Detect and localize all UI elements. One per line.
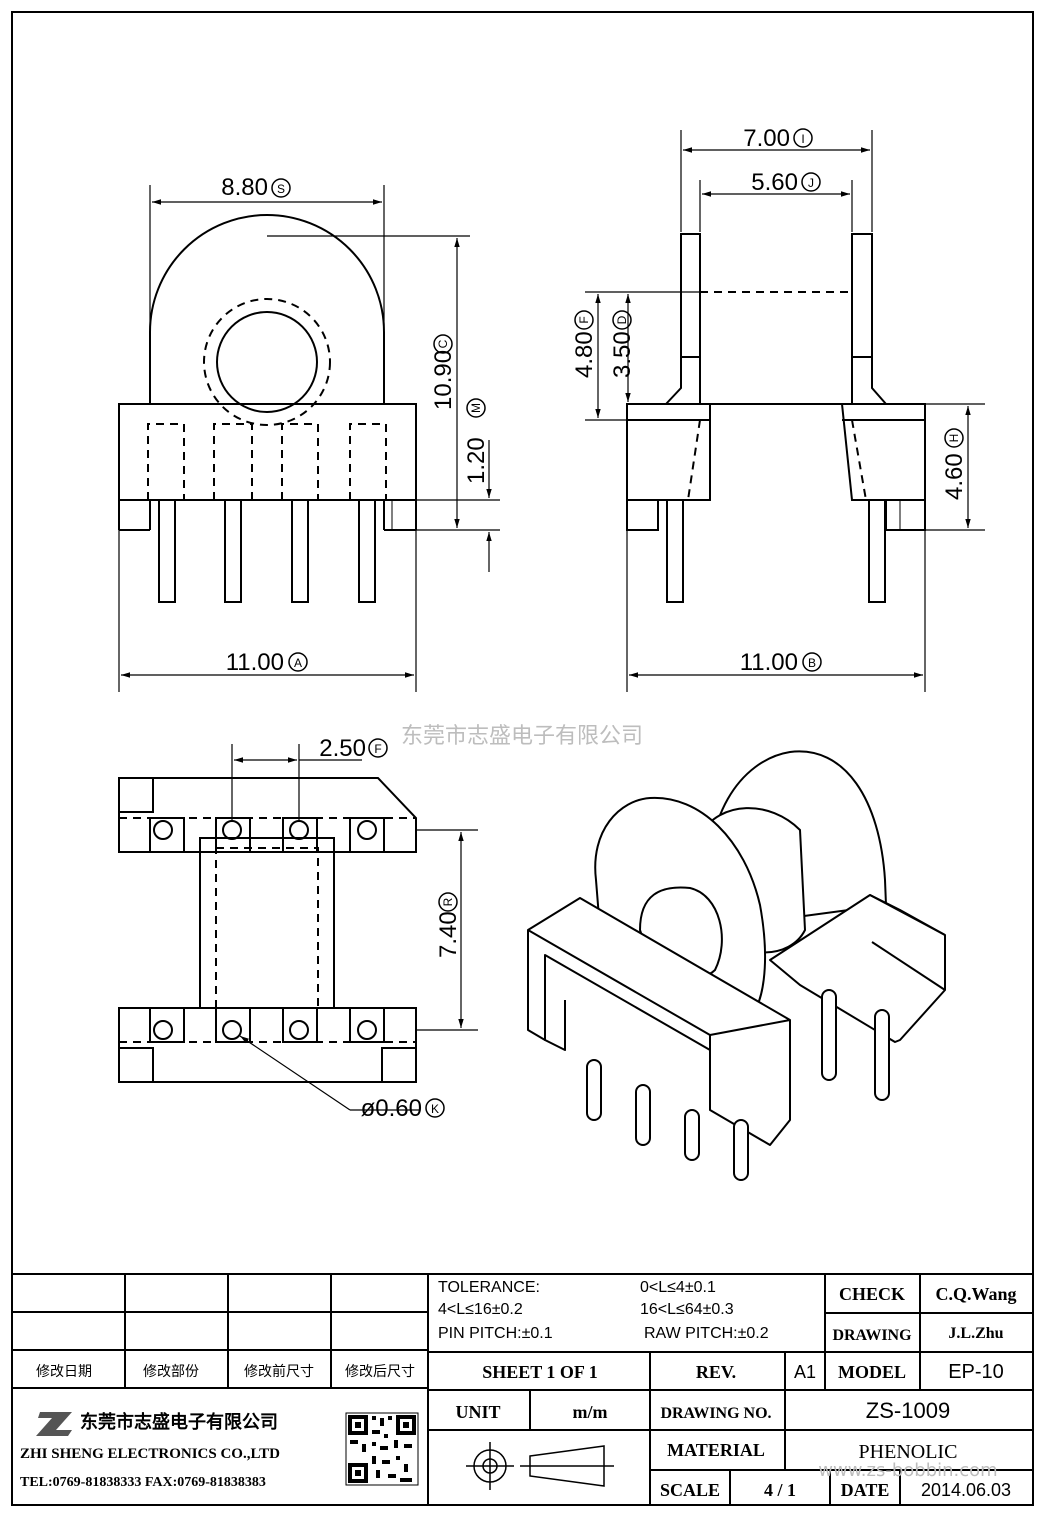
tolerance-label: TOLERANCE: xyxy=(438,1279,540,1296)
dim-side-height: 4.80 xyxy=(571,331,598,378)
model-label: MODEL xyxy=(838,1362,906,1382)
svg-text:C: C xyxy=(436,339,450,348)
dim-front-width: 8.80 xyxy=(221,174,268,201)
tag-B: B xyxy=(802,652,822,672)
drawing-label: DRAWING xyxy=(832,1327,912,1344)
svg-text:D: D xyxy=(615,315,629,324)
rev-label: REV. xyxy=(696,1362,736,1382)
unit-label: UNIT xyxy=(455,1402,500,1422)
rev-header-date: 修改日期 xyxy=(36,1363,92,1379)
qr-code xyxy=(345,1412,419,1486)
dim-front-base: 11.00 xyxy=(226,649,284,676)
svg-text:A: A xyxy=(294,656,302,670)
dim-row-spacing: 7.40 xyxy=(435,911,462,958)
dim-front-height: 10.90 xyxy=(430,350,457,410)
svg-text:B: B xyxy=(808,656,816,670)
tag-S: S xyxy=(271,178,291,198)
tag-R: R xyxy=(438,892,458,912)
date-label: DATE xyxy=(841,1480,890,1500)
tolerance-3: 16<L≤64±0.3 xyxy=(640,1301,734,1318)
drawing-frame xyxy=(11,11,1034,1506)
svg-text:M: M xyxy=(469,403,483,413)
front-view-dimensions xyxy=(118,185,500,692)
date-value: 2014.06.03 xyxy=(921,1480,1011,1500)
tag-F-side: F xyxy=(574,310,594,330)
material-value: PHENOLIC xyxy=(859,1441,958,1463)
svg-text:I: I xyxy=(801,132,804,146)
svg-text:F: F xyxy=(577,316,591,323)
drawing-no-label: DRAWING NO. xyxy=(660,1405,771,1422)
tolerance-1: 0<L≤4±0.1 xyxy=(640,1279,716,1296)
drawing-value: J.L.Zhu xyxy=(948,1325,1003,1342)
dim-side-base: 11.00 xyxy=(740,649,798,676)
company-logo xyxy=(36,1412,72,1436)
company-contact: TEL:0769-81838333 FAX:0769-81838383 xyxy=(20,1475,266,1490)
tag-A: A xyxy=(288,652,308,672)
raw-pitch-tolerance: RAW PITCH:±0.2 xyxy=(644,1325,769,1342)
check-value: C.Q.Wang xyxy=(935,1284,1016,1304)
tag-H: H xyxy=(944,428,964,448)
dim-side-inner: 5.60 xyxy=(751,169,798,196)
svg-text:R: R xyxy=(441,897,455,906)
front-view xyxy=(118,214,417,603)
tolerance-2: 4<L≤16±0.2 xyxy=(438,1301,523,1318)
side-view-dimensions xyxy=(585,130,985,692)
rev-header-before: 修改前尺寸 xyxy=(244,1363,314,1379)
pin-pitch-tolerance: PIN PITCH:±0.1 xyxy=(438,1325,553,1342)
projection-symbol xyxy=(466,1442,614,1490)
rev-header-after: 修改后尺寸 xyxy=(345,1363,415,1379)
svg-text:K: K xyxy=(431,1102,439,1116)
dim-side-outer: 7.00 xyxy=(743,125,790,152)
svg-text:J: J xyxy=(808,176,814,190)
dim-pin-pitch: 2.50 xyxy=(319,735,366,762)
drawing-no-value: ZS-1009 xyxy=(866,1398,950,1423)
tag-K: K xyxy=(425,1098,445,1118)
bottom-view-dimensions xyxy=(231,744,478,1111)
tag-C: C xyxy=(433,334,453,354)
material-label: MATERIAL xyxy=(667,1440,765,1460)
svg-text:S: S xyxy=(277,182,285,196)
dim-side-window: 3.50 xyxy=(609,331,636,378)
rev-value: A1 xyxy=(794,1362,816,1382)
rev-header-part: 修改部份 xyxy=(143,1363,199,1379)
model-value: EP-10 xyxy=(948,1361,1004,1383)
tag-M: M xyxy=(466,398,486,418)
scale-label: SCALE xyxy=(660,1480,720,1500)
title-block-grid xyxy=(12,1273,1033,1505)
isometric-view xyxy=(527,750,946,1181)
dim-side-base-height: 4.60 xyxy=(941,453,968,500)
svg-text:F: F xyxy=(374,742,381,756)
dim-pin-diameter: ø0.60 xyxy=(361,1095,422,1122)
check-label: CHECK xyxy=(839,1284,905,1304)
tag-F-pitch: F xyxy=(368,738,388,758)
company-name-en: ZHI SHENG ELECTRONICS CO.,LTD xyxy=(20,1446,280,1462)
tag-J: J xyxy=(801,172,821,192)
tag-D: D xyxy=(612,310,632,330)
scale-value: 4 / 1 xyxy=(764,1480,796,1500)
unit-value: m/m xyxy=(573,1402,608,1422)
watermark-company: 东莞市志盛电子有限公司 xyxy=(401,724,643,749)
svg-text:H: H xyxy=(947,434,961,443)
company-name-cn: 东莞市志盛电子有限公司 xyxy=(80,1411,278,1432)
tag-I: I xyxy=(793,128,813,148)
side-view xyxy=(626,233,926,603)
dim-front-pin-gap: 1.20 xyxy=(463,437,490,484)
watermark-url: www.zs-bobbin.com xyxy=(818,1460,997,1481)
sheet-label: SHEET 1 OF 1 xyxy=(482,1362,598,1382)
bottom-view xyxy=(118,777,417,1083)
